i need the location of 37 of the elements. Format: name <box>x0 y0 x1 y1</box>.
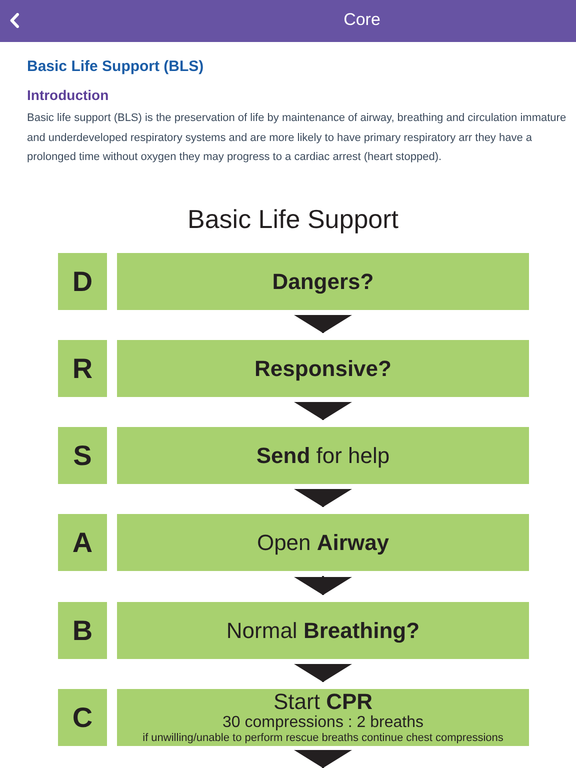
step-text: Open Airway <box>256 530 390 554</box>
intro-paragraph: Basic life support (BLS) is the preservation of life by maintenance of airway, breathing and circulation immature and underdeveloped respiratory systems and are more likely to have primary respiratory arr they have a prolonged time without oxygen they may progress to a cardiac arrest (heart stopped). <box>27 111 567 165</box>
step-box <box>117 340 529 397</box>
letter-box <box>58 253 107 310</box>
step-subtext: 30 compressions : 2 breaths <box>222 714 424 732</box>
step-box <box>117 602 529 659</box>
arrow <box>294 664 352 682</box>
arrow <box>294 402 352 420</box>
step-letter: A <box>72 528 93 556</box>
step-text: Responsive? <box>254 356 392 380</box>
step-text: Dangers? <box>272 270 374 294</box>
step-box <box>117 253 529 310</box>
letter-box <box>58 514 107 571</box>
letter-box <box>58 602 107 659</box>
section-heading: Introduction <box>27 86 109 104</box>
step-text: Send for help <box>256 444 390 468</box>
arrow <box>294 750 352 768</box>
step-letter: B <box>72 616 93 644</box>
step-text: Normal Breathing? <box>226 618 420 642</box>
arrow <box>294 489 352 507</box>
step-box <box>117 689 529 746</box>
letter-box <box>58 689 107 746</box>
diagram-title: Basic Life Support <box>188 203 398 235</box>
step-box <box>117 514 529 571</box>
letter-box <box>58 427 107 484</box>
step-letter: R <box>72 354 93 382</box>
step-box <box>117 427 529 484</box>
arrow <box>294 576 352 595</box>
letter-box <box>58 340 107 397</box>
header-title: Core <box>344 10 380 30</box>
step-letter: S <box>73 442 92 470</box>
step-letter: D <box>72 268 93 296</box>
arrow <box>294 315 352 333</box>
step-text: Start CPR <box>273 690 373 714</box>
step-letter: C <box>72 704 93 732</box>
page-heading: Basic Life Support (BLS) <box>27 57 204 76</box>
step-note: if unwilling/unable to perform rescue breaths continue chest compressions <box>142 732 504 745</box>
